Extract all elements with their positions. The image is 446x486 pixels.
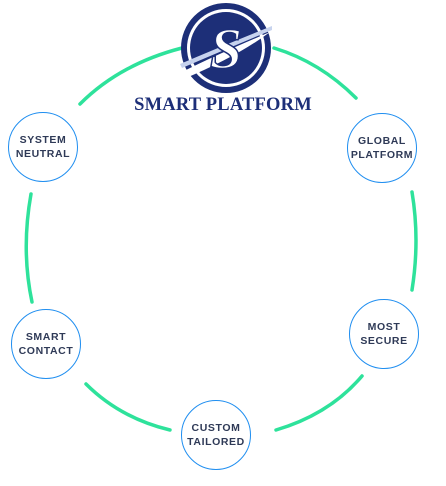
node-label: MOST SECURE [360, 321, 408, 347]
node-global-platform: GLOBAL PLATFORM [347, 113, 417, 183]
node-system-neutral: SYSTEM NEUTRAL [8, 112, 78, 182]
ring-segment-bottom-right [274, 374, 364, 432]
node-label: SYSTEM NEUTRAL [15, 134, 71, 160]
ring-segment-right [410, 190, 418, 292]
ring-segment-top-left [78, 46, 184, 106]
node-most-secure: MOST SECURE [349, 299, 419, 369]
ring-segment-top-right [272, 46, 358, 100]
node-label: GLOBAL PLATFORM [350, 135, 414, 161]
smart-platform-logo-icon: S [180, 3, 272, 93]
node-label: CUSTOM TAILORED [187, 422, 245, 448]
node-label: SMART CONTACT [18, 331, 74, 357]
node-custom-tailored: CUSTOM TAILORED [181, 400, 251, 470]
node-smart-contact: SMART CONTACT [11, 309, 81, 379]
logo-letter: S [210, 16, 242, 81]
ring-segment-left [24, 192, 34, 304]
ring-segment-bottom-left [84, 382, 172, 432]
brand-title: SMART PLATFORM [134, 95, 312, 115]
